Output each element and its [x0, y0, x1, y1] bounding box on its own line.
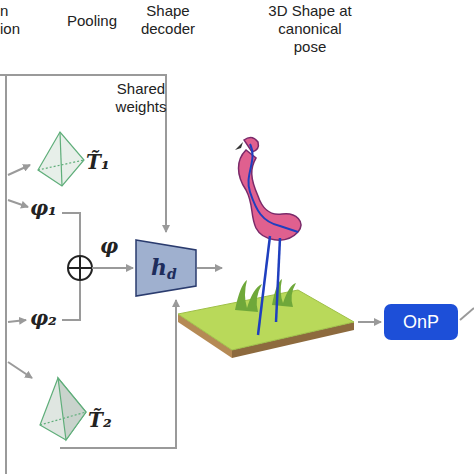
feature-symbol: φ₂ [30, 306, 57, 330]
sum-symbol [79, 256, 81, 280]
process-box: OnP [384, 304, 458, 340]
input-arrow [8, 165, 30, 175]
pooling-wire [62, 213, 80, 256]
flow-arrow [197, 267, 222, 269]
pose-symbol: T̃₂ [88, 408, 112, 432]
flow-arrow [358, 321, 381, 323]
feature-symbol: φ₁ [30, 196, 57, 220]
flamingo [235, 137, 301, 335]
decoder-trapezoid: hd [135, 239, 197, 297]
column-header: n [0, 2, 8, 20]
box-label: OnP [403, 312, 439, 333]
column-header: 3D Shape at canonical pose [260, 2, 360, 56]
column-header: Shape decoder [130, 2, 206, 38]
pose-symbol: T̃₁ [86, 150, 110, 174]
annotation: Shared weights [108, 80, 174, 116]
pooling-wire [62, 280, 80, 320]
input-arrow [8, 320, 26, 322]
shared-weights-wire [60, 300, 176, 448]
input-arrow [8, 200, 28, 207]
input-arrow [8, 362, 32, 378]
pooling-wire [92, 267, 133, 269]
subscript: d [167, 266, 177, 282]
flow-arrow [460, 308, 474, 320]
frame-line [5, 75, 7, 474]
sum-symbol [68, 256, 92, 280]
tetrahedron [40, 378, 86, 440]
tetrahedron [38, 132, 84, 186]
feature-symbol: φ [100, 234, 118, 258]
symbol: h [151, 254, 167, 280]
column-header: Pooling [62, 12, 122, 30]
column-header: ion [0, 20, 20, 38]
grass-platform [178, 279, 354, 358]
